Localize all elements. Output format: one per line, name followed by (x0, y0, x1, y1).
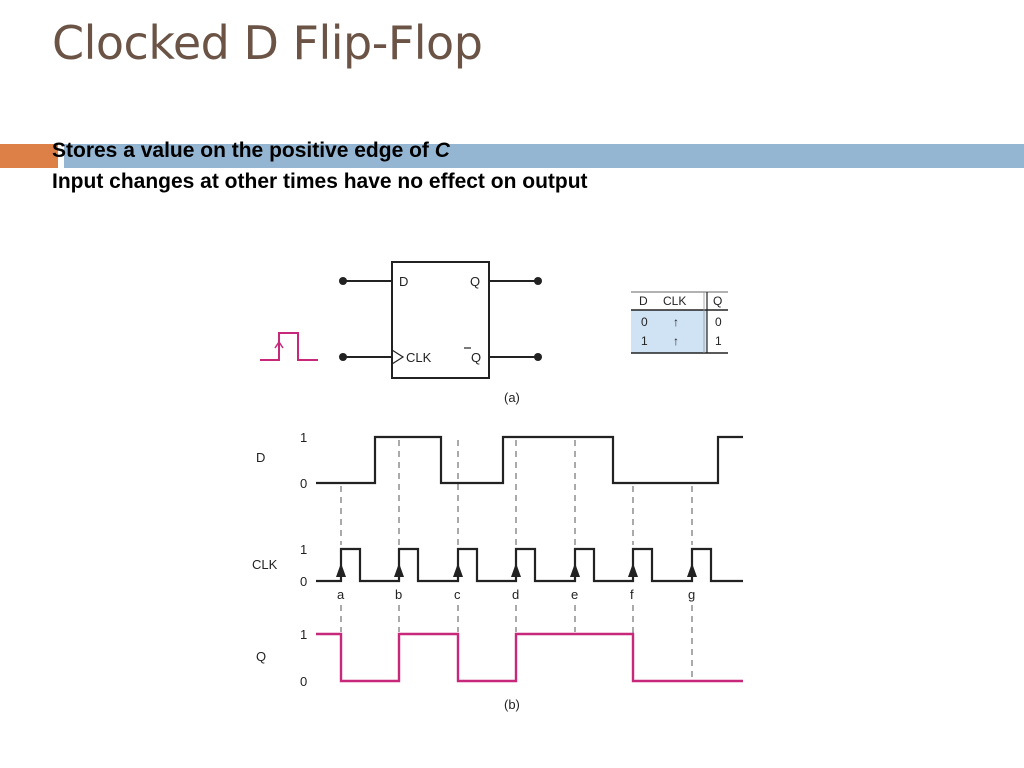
edge-arrow-f-icon (628, 563, 638, 577)
edge-arrow-a-icon (336, 563, 346, 577)
q-level-1: 1 (300, 627, 307, 642)
pin-clk-label: CLK (406, 350, 432, 365)
edge-arrow-e-icon (570, 563, 580, 577)
caption-a: (a) (504, 390, 520, 405)
table-header-q: Q (713, 294, 722, 308)
d-terminal (339, 277, 347, 285)
signal-q-name: Q (256, 649, 266, 664)
edge-label-a: a (337, 587, 345, 602)
d-waveform (316, 435, 743, 485)
q-terminal (534, 277, 542, 285)
edge-arrow-b-icon (394, 563, 404, 577)
table-row-1-d: 0 (641, 315, 648, 329)
edge-label-e: e (571, 587, 578, 602)
table-row-2-clk: ↑ (673, 334, 679, 348)
signal-d-name: D (256, 450, 265, 465)
accent-bar-blue (64, 144, 1024, 168)
table-row-1-q: 0 (715, 315, 722, 329)
truth-table: D CLK Q 0 ↑ 0 1 ↑ 1 (631, 291, 728, 354)
timing-diagram: D CLK Q 1 0 1 0 1 0 (252, 430, 743, 712)
caption-b: (b) (504, 697, 520, 712)
qbar-terminal (534, 353, 542, 361)
clk-level-1: 1 (300, 542, 307, 557)
clock-triangle-icon (391, 349, 405, 365)
clk-terminal (339, 353, 347, 361)
pin-q-label: Q (470, 274, 480, 289)
table-row-2-q: 1 (715, 334, 722, 348)
terminal-dots (339, 277, 542, 361)
bullet-1: Stores a value on the positive edge of C (52, 135, 588, 166)
edge-label-f: f (630, 587, 634, 602)
flipflop-body (391, 261, 490, 379)
edge-guides (340, 440, 693, 680)
edge-arrows (336, 563, 697, 577)
d-level-1: 1 (300, 430, 307, 445)
edge-label-g: g (688, 587, 695, 602)
edge-label-d: d (512, 587, 519, 602)
signal-clk-name: CLK (252, 557, 278, 572)
pin-qbar-label: Q (471, 350, 481, 365)
edge-arrow-c-icon (453, 563, 463, 577)
bullet-1-text: Stores a value on the positive edge of (52, 139, 435, 162)
edge-label-c: c (454, 587, 461, 602)
d-level-0: 0 (300, 476, 307, 491)
table-row-2-d: 1 (641, 334, 648, 348)
clock-pulse-icon (260, 332, 318, 361)
accent-bar-orange (0, 144, 58, 168)
clk-level-0: 0 (300, 574, 307, 589)
clk-waveform (316, 547, 743, 583)
bullet-1-variable: C (434, 139, 450, 162)
q-waveform (316, 632, 743, 683)
edge-arrow-g-icon (687, 563, 697, 577)
pin-d-label: D (399, 274, 408, 289)
bullet-2: Input changes at other times have no eff… (52, 170, 588, 193)
flipflop-symbol (343, 261, 538, 379)
table-header-d: D (639, 294, 648, 308)
table-header-clk: CLK (663, 294, 686, 308)
slide-title: Clocked D Flip-Flop (52, 16, 483, 70)
edge-arrow-d-icon (511, 563, 521, 577)
bullet-list: Stores a value on the positive edge of C… (52, 135, 588, 197)
table-highlight (631, 310, 707, 353)
q-level-0: 0 (300, 674, 307, 689)
table-row-1-clk: ↑ (673, 315, 679, 329)
edge-label-b: b (395, 587, 402, 602)
